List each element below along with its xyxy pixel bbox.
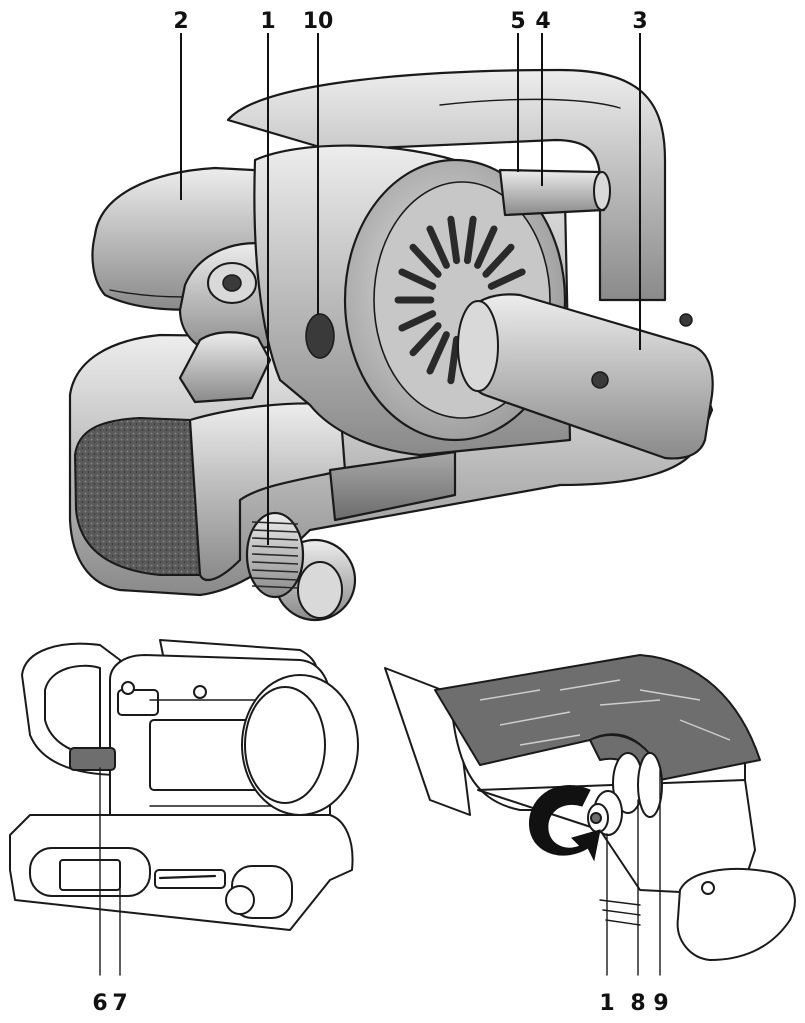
vent-slot: [463, 215, 477, 265]
callout-8: 8: [630, 991, 645, 1016]
knob-rib: [251, 553, 299, 557]
callout-3: 3: [632, 9, 647, 34]
vent-slot: [426, 331, 450, 375]
vent-slot: [482, 243, 515, 278]
knob-rib: [251, 561, 299, 565]
callout-1-top: 1: [260, 9, 275, 34]
callout-2: 2: [173, 9, 188, 34]
callout-6: 6: [92, 991, 107, 1016]
belt-sander-main-illustration: [68, 68, 714, 622]
knob-rib: [251, 529, 299, 533]
belt-texture: [479, 679, 731, 746]
belt-mark: [679, 719, 731, 741]
vent-slot: [409, 243, 442, 278]
leader-lines: [180, 33, 641, 545]
vent-slot: [426, 225, 450, 269]
callout-7: 7: [112, 991, 127, 1016]
vent-slot: [447, 335, 461, 385]
belt-mark: [639, 689, 701, 701]
knob-rib: [251, 537, 299, 541]
dust-outlet-hole-icon: [305, 313, 335, 359]
callout-4: 4: [535, 9, 550, 34]
knob-ribs: [251, 521, 299, 589]
vent-slot: [409, 322, 442, 357]
knob-rib: [251, 585, 299, 589]
belt-mark: [599, 699, 661, 706]
rotation-arrow-icon: [528, 785, 601, 862]
callout-10: 10: [303, 9, 334, 34]
vent-slot: [447, 215, 461, 265]
belt-mark: [519, 734, 581, 746]
belt-tracking-knob-detail-illustration: [384, 654, 796, 976]
callout-9: 9: [653, 991, 668, 1016]
vent-slot: [487, 268, 526, 290]
vent-slot: [398, 268, 437, 290]
callout-5: 5: [510, 9, 525, 34]
vent-slot: [474, 225, 498, 269]
callout-1-bottom: 1: [599, 991, 614, 1016]
knob-rib: [251, 577, 299, 581]
belt-sander-side-illustration: [9, 639, 359, 976]
belt-mark: [499, 711, 571, 726]
belt-mark: [559, 679, 621, 691]
knob-rib: [251, 521, 299, 525]
vent-slot: [398, 310, 437, 332]
knob-rib: [251, 545, 299, 549]
belt-mark: [479, 689, 541, 701]
knob-rib: [251, 569, 299, 573]
